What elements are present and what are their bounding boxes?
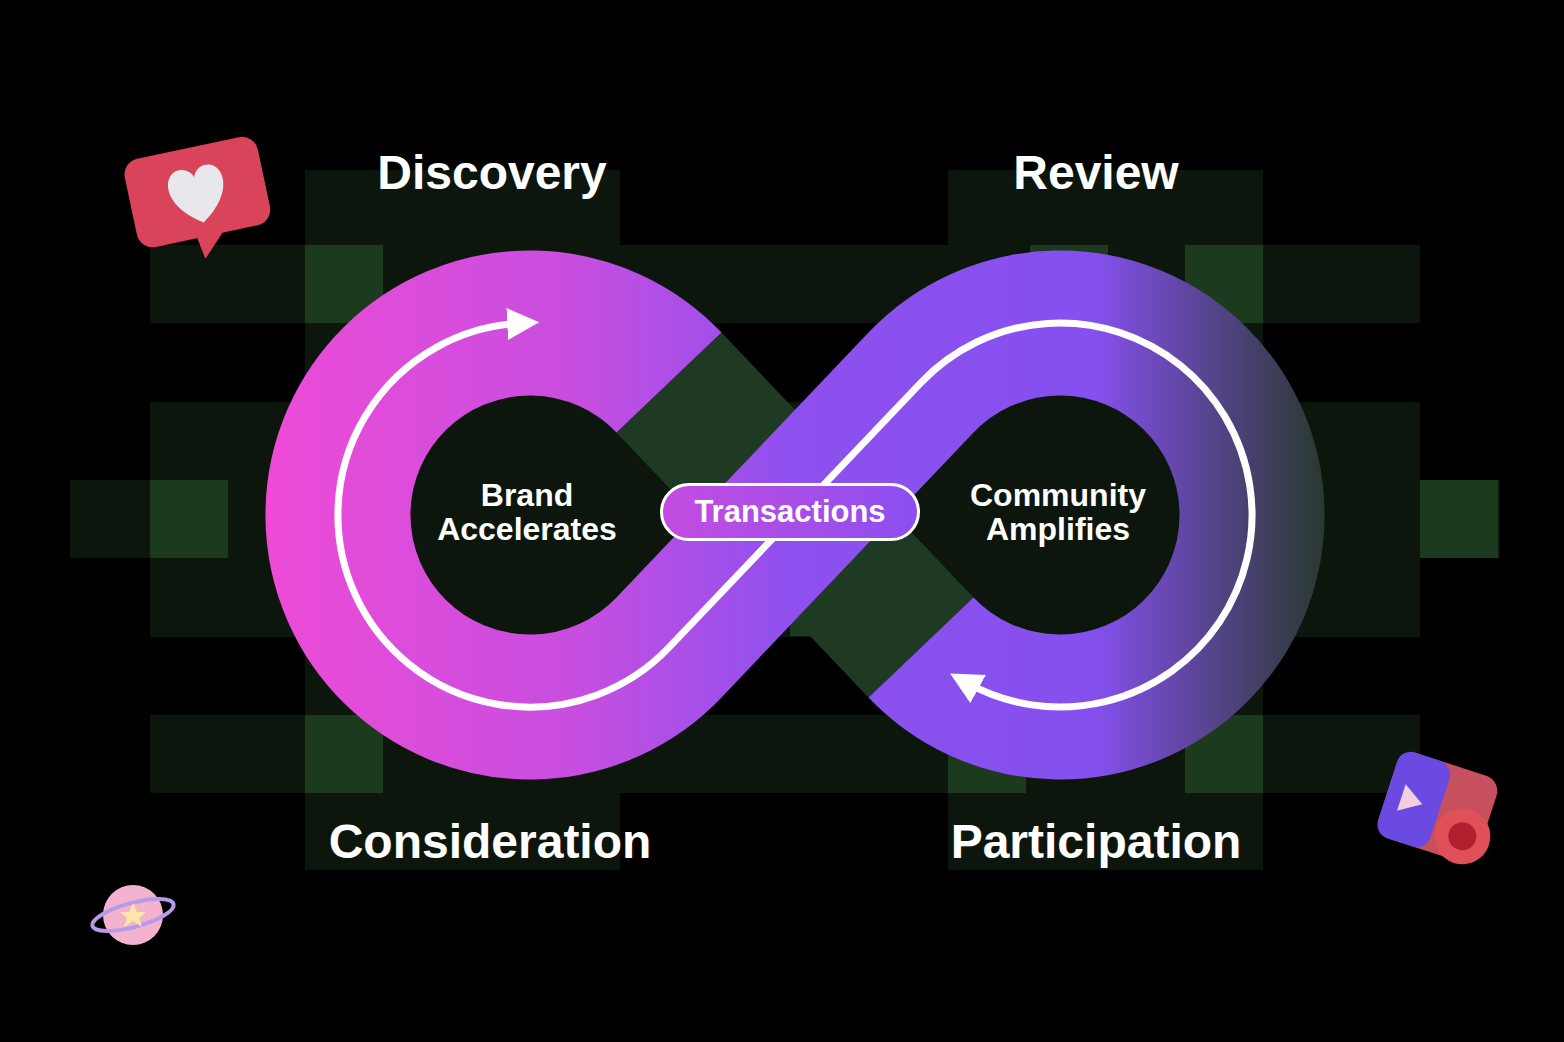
camera-icon — [1373, 748, 1509, 871]
pill-label: Transactions — [694, 494, 885, 530]
heart — [165, 162, 231, 228]
star — [120, 903, 146, 927]
lobe-caption: Brand Accelerates — [417, 478, 637, 546]
pixel-background — [70, 170, 1500, 870]
stage-title: Discovery — [342, 143, 642, 203]
bubble-tail — [197, 230, 229, 259]
pixel-square — [305, 715, 383, 793]
pixel-square — [150, 480, 228, 558]
planet-icon — [89, 885, 176, 945]
heart-icon — [122, 134, 278, 272]
pixel-band — [150, 245, 1420, 323]
pixel-band — [150, 715, 1420, 793]
planet — [103, 885, 163, 945]
lens-center — [1445, 819, 1480, 854]
stage-title: Consideration — [290, 812, 690, 872]
pixel-square — [1420, 480, 1498, 558]
lobe-caption: Community Amplifies — [948, 478, 1168, 546]
play-symbol — [1397, 784, 1427, 817]
ring — [89, 893, 176, 938]
stage-title: Participation — [896, 812, 1296, 872]
pixel-highlights — [150, 245, 1498, 793]
bubble — [122, 134, 274, 250]
stage-title: Review — [946, 143, 1246, 203]
flow-track — [338, 323, 1252, 707]
lens — [1427, 801, 1498, 872]
pill-box: Transactions — [660, 483, 920, 541]
infinity-band — [338, 323, 1252, 707]
